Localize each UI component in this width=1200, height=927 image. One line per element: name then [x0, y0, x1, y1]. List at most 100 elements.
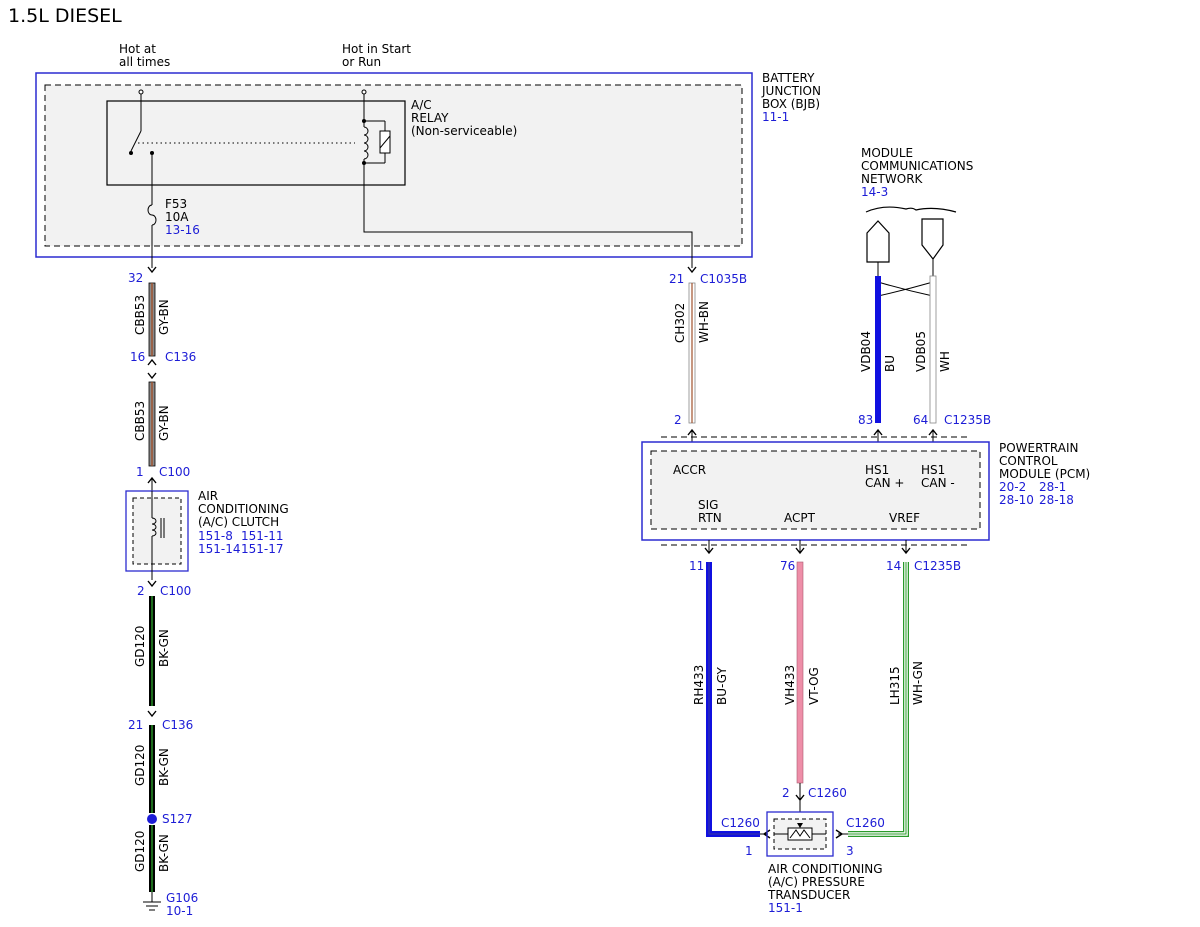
wire-gd120-2-circuit: GD120 — [133, 745, 147, 786]
pcm-pin-acpt: ACPT — [784, 511, 816, 525]
svg-text:AIR CONDITIONING: AIR CONDITIONING — [768, 862, 883, 876]
svg-text:(Non-serviceable): (Non-serviceable) — [411, 124, 517, 138]
hot-in-start-label: Hot in Start or Run — [342, 42, 411, 69]
transducer-pin-1: 1 — [745, 844, 753, 858]
wire-rh433-circuit: RH433 — [692, 665, 706, 705]
pcm-pin-sig-rtn: SIG RTN — [698, 498, 722, 525]
svg-text:HS1: HS1 — [865, 463, 889, 477]
ac-relay-label: A/C RELAY (Non-serviceable) — [411, 98, 517, 138]
wire-gd120-1-color: BK-GN — [157, 629, 171, 667]
pcm-pin-hs1-can-plus: HS1 CAN + — [865, 463, 904, 490]
ground-g106: G106 — [166, 891, 198, 905]
svg-text:BOX (BJB): BOX (BJB) — [762, 97, 820, 111]
svg-text:151-17: 151-17 — [241, 542, 284, 556]
transducer-pin-3: 3 — [846, 844, 854, 858]
svg-text:28-1: 28-1 — [1039, 480, 1066, 494]
pin-2-c1235b: 2 — [674, 413, 682, 427]
wire-vh433-color: VT-OG — [807, 667, 821, 705]
pin-76: 76 — [780, 559, 795, 573]
svg-text:151-1: 151-1 — [768, 901, 803, 915]
svg-text:(A/C) CLUTCH: (A/C) CLUTCH — [198, 515, 279, 529]
wire-lh315-color: WH-GN — [911, 661, 925, 705]
transducer-conn-right: C1260 — [846, 816, 885, 830]
wire-gd120-1 — [149, 596, 155, 706]
wire-vdb05-color: WH — [938, 351, 952, 372]
wire-cbb53-2-circuit: CBB53 — [133, 401, 147, 441]
wire-vh433 — [796, 561, 804, 784]
pcm-module — [641, 436, 990, 546]
svg-text:NETWORK: NETWORK — [861, 172, 924, 186]
svg-text:CONDITIONING: CONDITIONING — [198, 502, 289, 516]
wire-gd120-1-circuit: GD120 — [133, 626, 147, 667]
network-brace — [865, 206, 957, 213]
pin-21-c1035b: 21 — [669, 272, 684, 286]
splice-dot — [147, 814, 157, 824]
svg-text:or Run: or Run — [342, 55, 381, 69]
wire-vdb04-color: BU — [883, 355, 897, 372]
wire-ch302 — [688, 282, 696, 424]
pcm-pin-vref: VREF — [889, 511, 920, 525]
wire-ch302-circuit: CH302 — [673, 303, 687, 343]
wire-vdb04-circuit: VDB04 — [859, 331, 873, 372]
svg-text:20-2: 20-2 — [999, 480, 1026, 494]
svg-text:JUNCTION: JUNCTION — [761, 84, 821, 98]
svg-text:151-14: 151-14 — [198, 542, 241, 556]
ground-symbol — [143, 892, 161, 911]
pin-21-c136: 21 — [128, 718, 143, 732]
wire-vdb05 — [929, 275, 937, 424]
network-connector-hi — [866, 220, 890, 263]
wire-gd120-3 — [149, 825, 155, 892]
pin-11: 11 — [689, 559, 704, 573]
svg-text:HS1: HS1 — [921, 463, 945, 477]
bjb-label: BATTERY JUNCTION BOX (BJB) 11-1 — [761, 71, 821, 124]
transducer-conn-top: C1260 — [808, 786, 847, 800]
connector-c100-bottom: C100 — [160, 584, 191, 598]
transducer-label: AIR CONDITIONING (A/C) PRESSURE TRANSDUC… — [767, 862, 883, 915]
pin-2: 2 — [137, 584, 145, 598]
wire-gd120-3-color: BK-GN — [157, 834, 171, 872]
svg-text:RELAY: RELAY — [411, 111, 449, 125]
wire-gd120-3-circuit: GD120 — [133, 831, 147, 872]
svg-text:TRANSDUCER: TRANSDUCER — [767, 888, 850, 902]
connector-c136-top: C136 — [165, 350, 196, 364]
pin-64: 64 — [913, 413, 928, 427]
pin-32: 32 — [128, 271, 143, 285]
svg-text:A/C: A/C — [411, 98, 432, 112]
pcm-label: POWERTRAIN CONTROL MODULE (PCM) 20-2 28-… — [999, 441, 1090, 507]
svg-text:11-1: 11-1 — [762, 110, 789, 124]
wire-ch302-color: WH-BN — [697, 301, 711, 343]
svg-text:CAN +: CAN + — [865, 476, 904, 490]
wire-vh433-circuit: VH433 — [783, 665, 797, 705]
svg-text:13-16: 13-16 — [165, 223, 200, 237]
connector-c1235b-bottom: C1235B — [914, 559, 961, 573]
ac-relay — [106, 89, 406, 186]
svg-text:MODULE (PCM): MODULE (PCM) — [999, 467, 1090, 481]
wire-gd120-2-color: BK-GN — [157, 748, 171, 786]
page-title: 1.5L DIESEL — [8, 5, 122, 27]
hot-at-all-times-label: Hot at all times — [119, 42, 170, 69]
svg-text:F53: F53 — [165, 197, 187, 211]
svg-text:10A: 10A — [165, 210, 189, 224]
svg-text:COMMUNICATIONS: COMMUNICATIONS — [861, 159, 973, 173]
pressure-transducer — [766, 811, 834, 857]
wire-gd120-2 — [149, 725, 155, 813]
svg-text:RTN: RTN — [698, 511, 722, 525]
wire-cbb53-1-circuit: CBB53 — [133, 295, 147, 335]
transducer-pin-2: 2 — [782, 786, 790, 800]
svg-text:AIR: AIR — [198, 489, 218, 503]
svg-text:CONTROL: CONTROL — [999, 454, 1058, 468]
pin-16: 16 — [130, 350, 145, 364]
pin-14: 14 — [886, 559, 901, 573]
wire-cbb53-2-color: GY-BN — [157, 405, 171, 441]
wire-vdb05-circuit: VDB05 — [914, 331, 928, 372]
svg-text:CAN -: CAN - — [921, 476, 955, 490]
ac-clutch-label: AIR CONDITIONING (A/C) CLUTCH 151-8 151-… — [198, 489, 289, 556]
wire-lh315-circuit: LH315 — [888, 666, 902, 705]
svg-text:all times: all times — [119, 55, 170, 69]
svg-text:MODULE: MODULE — [861, 146, 913, 160]
svg-text:28-10: 28-10 — [999, 493, 1034, 507]
ground-ref: 10-1 — [166, 904, 193, 918]
svg-text:SIG: SIG — [698, 498, 718, 512]
connector-c1035b: C1035B — [700, 272, 747, 286]
